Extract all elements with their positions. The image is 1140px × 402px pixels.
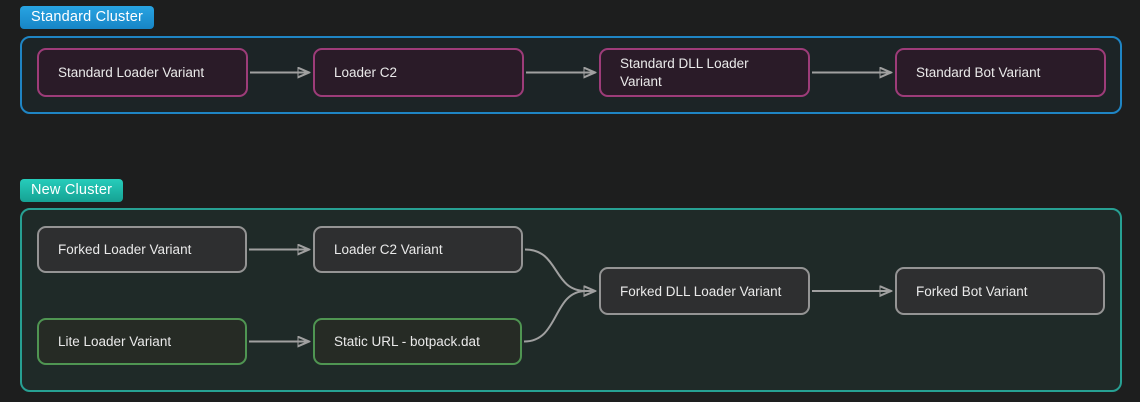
node-lite-loader-variant: Lite Loader Variant <box>37 318 247 365</box>
node-label: Forked DLL Loader Variant <box>620 283 782 299</box>
node-label: Standard Loader Variant <box>58 65 205 80</box>
node-forked-dll-loader-variant: Forked DLL Loader Variant <box>599 267 810 315</box>
node-label: Standard DLL Loader Variant <box>620 55 749 89</box>
node-standard-bot-variant: Standard Bot Variant <box>895 48 1106 97</box>
node-standard-dll-loader-variant: Standard DLL Loader Variant <box>599 48 810 97</box>
node-standard-loader-variant: Standard Loader Variant <box>37 48 248 97</box>
node-label: Static URL - botpack.dat <box>334 334 480 349</box>
node-label: Standard Bot Variant <box>916 65 1041 80</box>
node-label: Forked Loader Variant <box>58 242 192 257</box>
node-label: Loader C2 Variant <box>334 242 443 257</box>
node-forked-bot-variant: Forked Bot Variant <box>895 267 1105 315</box>
node-label: Forked Bot Variant <box>916 283 1028 299</box>
cluster-label-new: New Cluster <box>20 179 124 202</box>
node-label: Lite Loader Variant <box>58 334 172 349</box>
node-forked-loader-variant: Forked Loader Variant <box>37 226 247 273</box>
cluster-label-standard: Standard Cluster <box>20 6 155 29</box>
node-static-url-botpack: Static URL - botpack.dat <box>313 318 522 365</box>
node-loader-c2: Loader C2 <box>313 48 524 97</box>
node-loader-c2-variant: Loader C2 Variant <box>313 226 523 273</box>
node-label: Loader C2 <box>334 65 398 80</box>
